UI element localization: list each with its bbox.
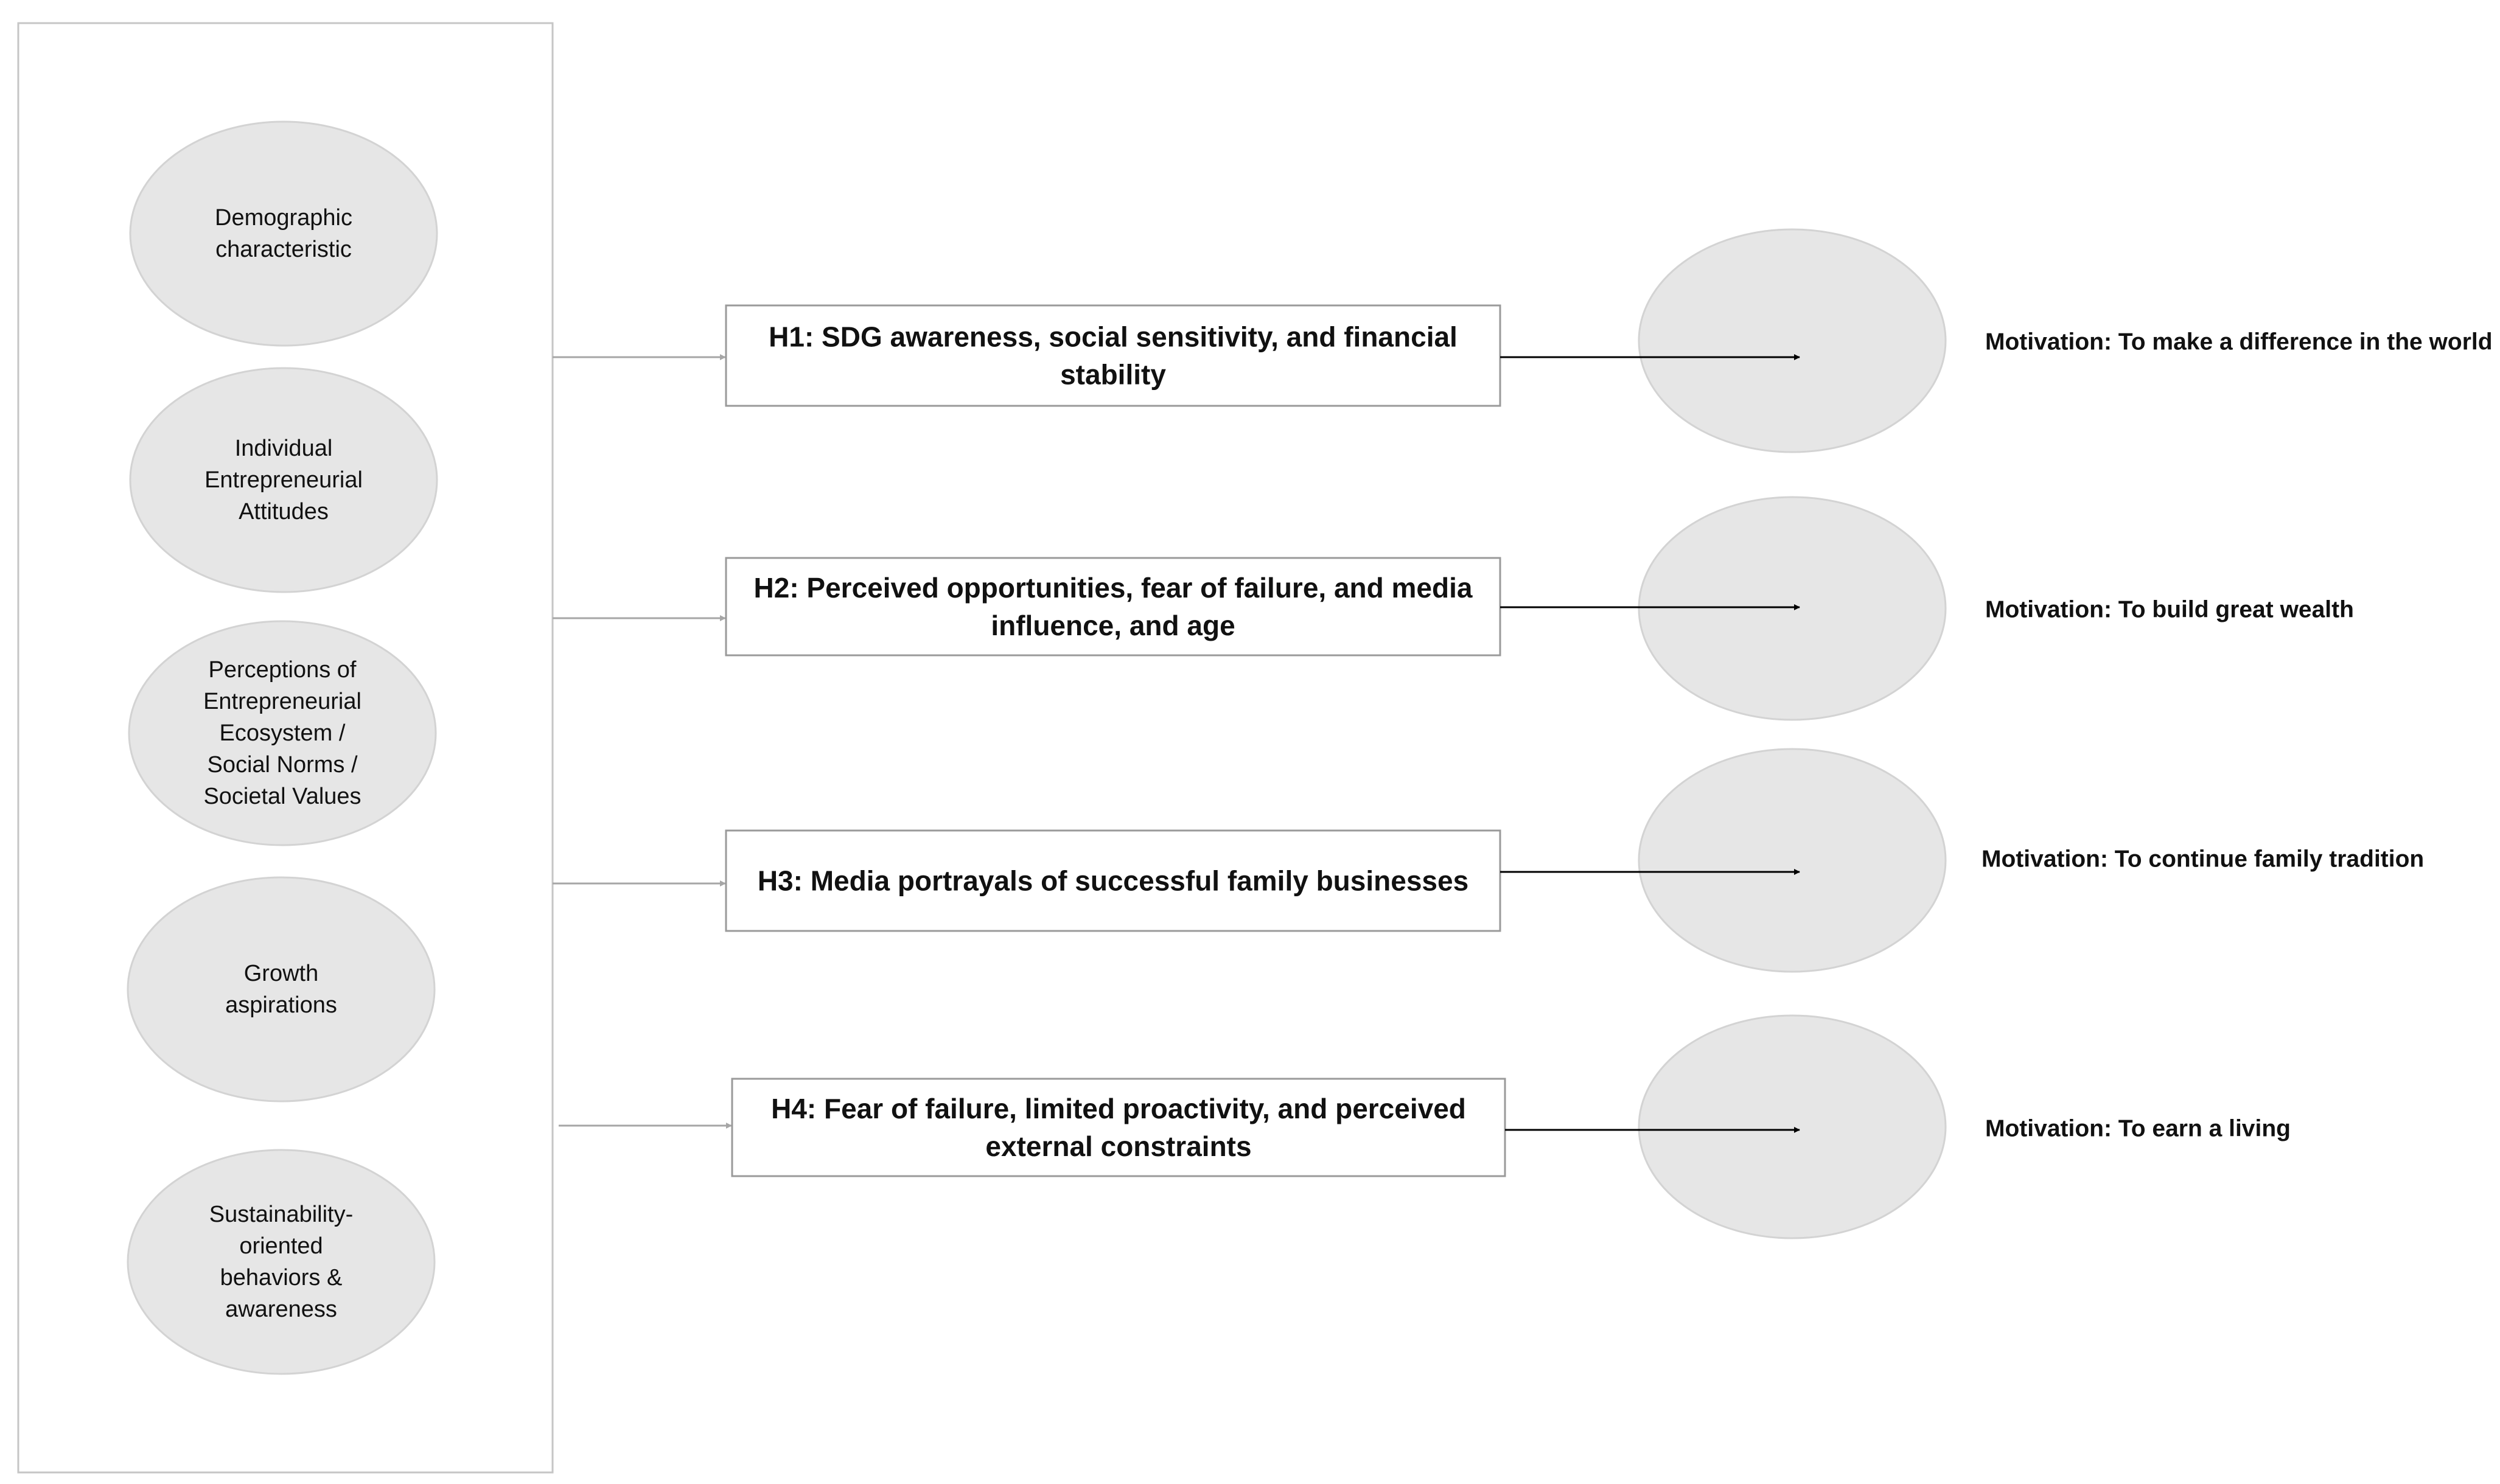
factor-demographic-line-2: characteristic [215, 237, 352, 262]
motivation-m4: Motivation: To earn a living [1505, 1014, 2291, 1239]
factor-demographic: Demographic characteristic [129, 120, 438, 347]
motivation-ellipse-m1 [1638, 228, 1947, 453]
factor-sustainability-line-1: Sustainability- [209, 1202, 354, 1227]
factor-to-hypothesis-arrows [553, 354, 732, 1129]
factor-demographic-line-1: Demographic [215, 205, 352, 231]
factor-sustainability: Sustainability-oriented behaviors & awaren… [127, 1149, 436, 1375]
factor-ellipse-attitudes [129, 367, 438, 593]
hypothesis-h1-line-1: H1: SDG awareness, social sensitivity, a… [769, 321, 1458, 353]
factor-growth: Growth aspirations [127, 876, 436, 1103]
hypothesis-h1-line-2: stability [1060, 359, 1166, 391]
factor-attitudes-line-3: Attitudes [239, 499, 329, 524]
factor-growth-line-2: aspirations [225, 992, 337, 1018]
factor-growth-line-1: Growth [244, 961, 318, 986]
motivation-ellipse-m2 [1638, 496, 1947, 721]
factor-perceptions-line-2: Entrepreneurial [203, 689, 361, 714]
hypothesis-h2: H2: Perceived opportunities, fear of fai… [725, 557, 1501, 657]
hypotheses-group: H1: SDG awareness, social sensitivity, a… [725, 304, 1506, 1177]
hypothesis-box-h2 [725, 557, 1501, 657]
motivation-label-m1: Motivation: To make a difference in the … [1985, 329, 2493, 355]
motivation-m1: Motivation: To make a difference in the … [1500, 228, 2493, 453]
factor-perceptions-line-5: Societal Values [203, 784, 361, 809]
hypothesis-box-h4 [731, 1078, 1506, 1177]
hypothesis-box-h3 [725, 829, 1501, 932]
hypothesis-h2-line-1: H2: Perceived opportunities, fear of fai… [754, 572, 1473, 604]
hypothesis-h3: H3: Media portrayals of successful famil… [725, 829, 1501, 932]
factor-attitudes-line-1: Individual [235, 436, 333, 461]
hypothesis-h1: H1: SDG awareness, social sensitivity, a… [725, 304, 1501, 407]
factor-ellipse-growth [127, 876, 436, 1103]
factor-sustainability-line-4: awareness [225, 1297, 337, 1322]
motivation-ellipse-m4 [1638, 1014, 1947, 1239]
motivation-label-m4: Motivation: To earn a living [1985, 1116, 2291, 1142]
motivation-m2: Motivation: To build great wealth [1500, 496, 2354, 721]
motivation-label-m2: Motivation: To build great wealth [1985, 597, 2354, 623]
hypothesis-h2-line-2: influence, and age [991, 610, 1235, 641]
motivation-label-m3: Motivation: To continue family tradition [1981, 846, 2424, 873]
factor-sustainability-line-2: oriented [239, 1233, 323, 1259]
hypothesis-h4: H4: Fear of failure, limited proactivity… [731, 1078, 1506, 1177]
factor-attitudes-line-2: Entrepreneurial [204, 467, 363, 493]
factor-ellipse-demographic [129, 120, 438, 347]
factor-ellipse-sustainability [127, 1149, 436, 1375]
motivations-group: Motivation: To make a difference in the … [1500, 228, 2493, 1239]
factor-perceptions-line-4: Social Norms / [207, 752, 357, 778]
factors-frame [17, 22, 554, 1474]
factor-perceptions-line-1: Perceptions of [209, 657, 357, 683]
motivation-m3: Motivation: To continue family tradition [1500, 748, 2424, 973]
factor-ellipse-perceptions [128, 620, 437, 846]
hypothesis-h4-line-2: external constraints [985, 1130, 1251, 1162]
hypothesis-h4-line-1: H4: Fear of failure, limited proactivity… [771, 1093, 1466, 1124]
factor-sustainability-line-3: behaviors & [220, 1265, 343, 1291]
factor-perceptions-line-3: Ecosystem / [220, 720, 346, 746]
hypothesis-box-h1 [725, 304, 1501, 407]
hypothesis-h3-line-1: H3: Media portrayals of successful famil… [758, 865, 1468, 897]
motivation-ellipse-m3 [1638, 748, 1947, 973]
factors-group: Demographic characteristicIndividualEntre… [127, 120, 438, 1375]
